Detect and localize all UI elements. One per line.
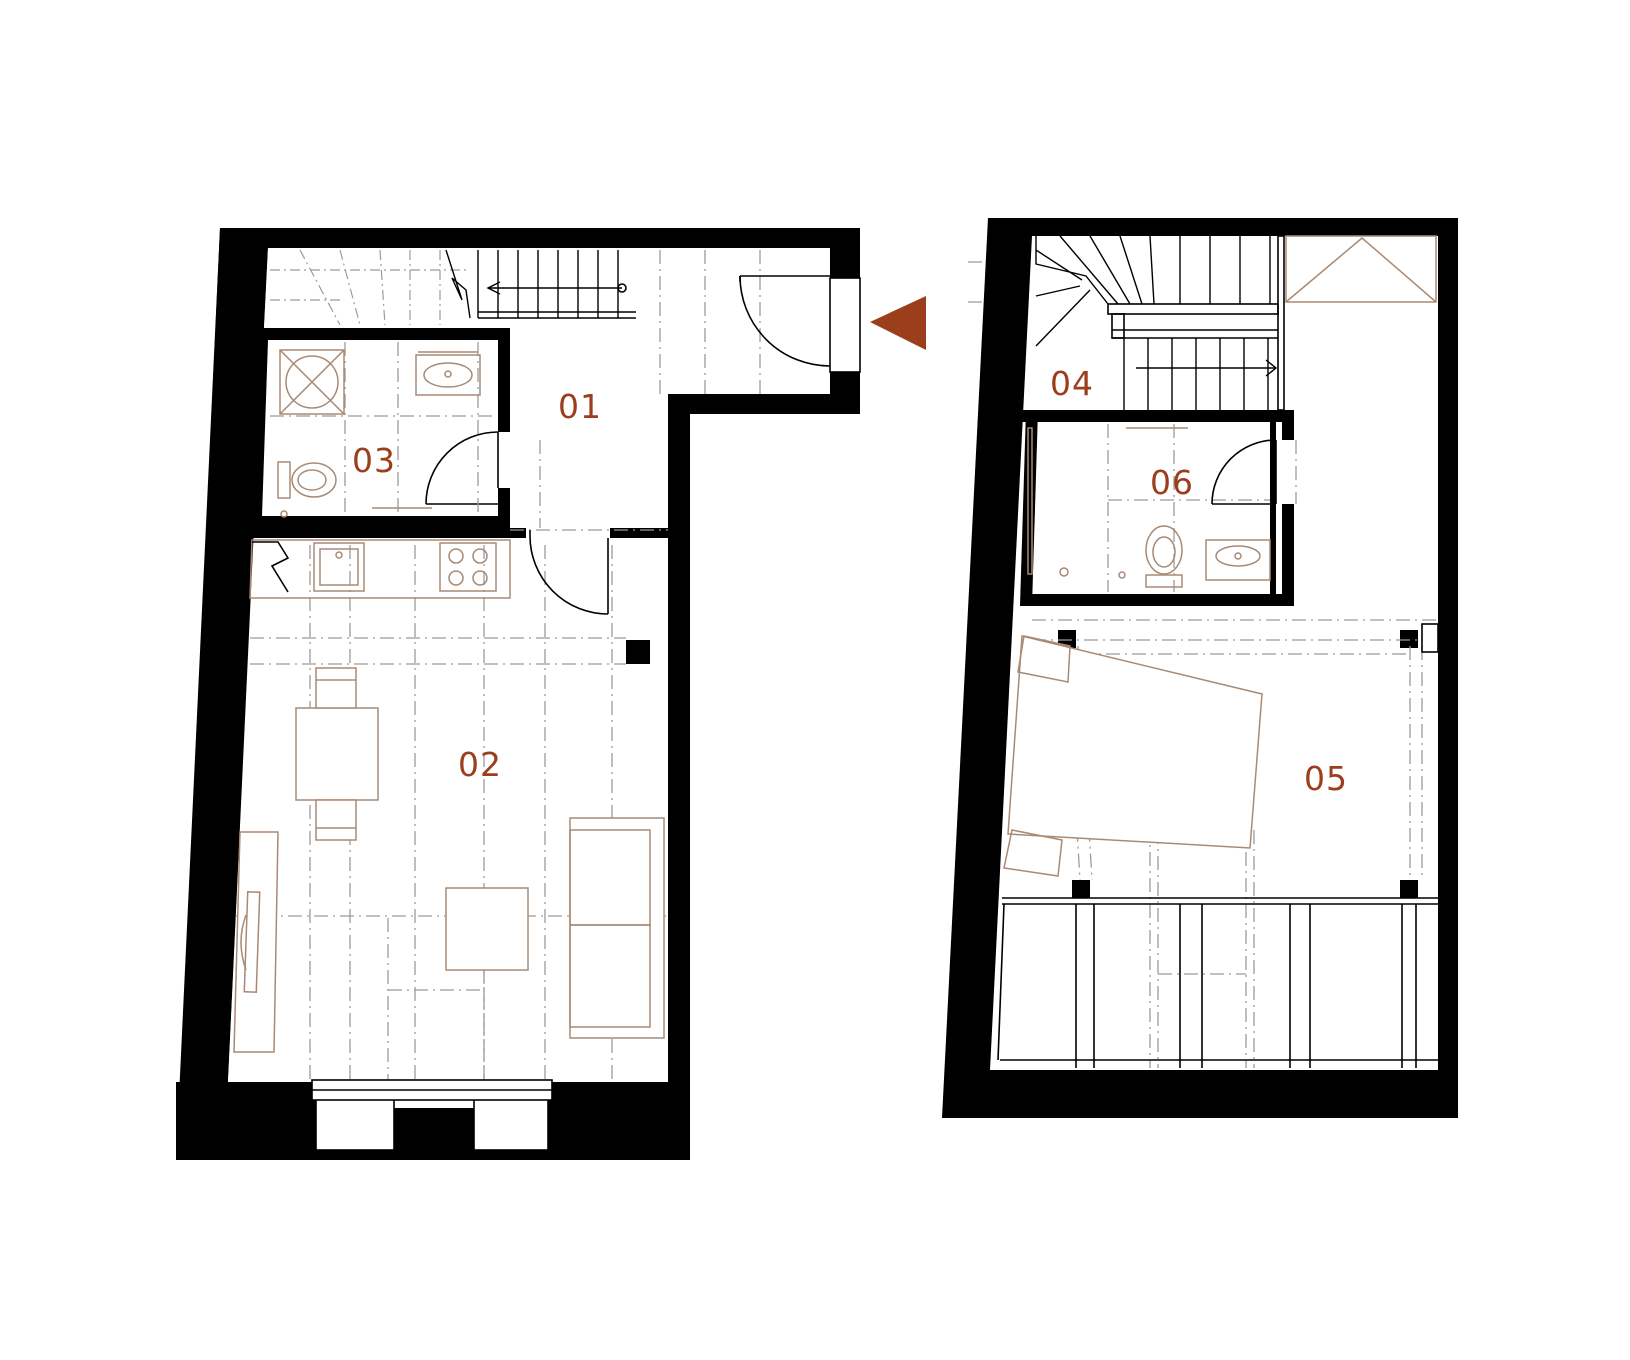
upper-floor: 04 05 06	[942, 218, 1458, 1118]
cooktop	[439, 542, 497, 592]
bed-frame	[1007, 635, 1263, 849]
room-label-04: 04	[1050, 364, 1094, 403]
coffee-table	[445, 887, 529, 971]
shower-tray	[279, 349, 345, 415]
wall-bottom-right	[548, 1082, 690, 1160]
toilet-tank-2	[1145, 574, 1183, 588]
ground-floor-internal-walls	[250, 328, 668, 664]
wall-left-main	[176, 228, 268, 1160]
wall-bottom-sill-left	[262, 1150, 612, 1160]
ground-floor-interior	[228, 248, 830, 1082]
skylight-marker	[1285, 235, 1437, 303]
dining-table	[295, 707, 379, 801]
tv-unit	[233, 831, 279, 1053]
ground-floor: 01 02 03	[176, 228, 861, 1160]
bathroom-door	[425, 431, 499, 505]
tv	[243, 891, 261, 993]
railing	[997, 897, 1438, 1068]
wall-top	[220, 228, 860, 248]
toilet-bowl-2	[1145, 525, 1183, 575]
entrance-marker	[870, 296, 926, 350]
sofa	[569, 817, 665, 1039]
chair-bottom	[315, 799, 357, 841]
kitchen-sink	[313, 542, 365, 592]
room-label-02: 02	[458, 745, 502, 784]
chair-top	[315, 667, 357, 709]
bath-grid	[270, 342, 496, 514]
room-label-03: 03	[352, 441, 396, 480]
wall-right-top	[830, 228, 860, 278]
upper-floor-stairs	[1035, 235, 1285, 411]
upper-bath	[1027, 424, 1297, 592]
room-label-01: 01	[558, 387, 602, 426]
entry-door	[739, 275, 861, 373]
dining-set	[295, 667, 379, 841]
bed	[1003, 635, 1263, 877]
washbasin-2	[1205, 539, 1271, 581]
ground-floor-stairs	[270, 249, 636, 326]
nightstand-bottom	[1003, 829, 1063, 877]
upper-floor-interior	[990, 236, 1438, 1070]
nightstand-top	[1017, 635, 1071, 683]
room-label-05: 05	[1304, 759, 1348, 798]
wall-right-lower	[668, 394, 690, 1160]
toilet-tank	[277, 461, 291, 499]
bath-fixtures	[277, 349, 481, 518]
living-door	[529, 530, 609, 615]
ground-windows	[311, 1079, 553, 1151]
room-label-06: 06	[1150, 463, 1194, 502]
living-furniture	[233, 817, 665, 1053]
upper-floor-internal-walls	[1020, 410, 1418, 898]
toilet-bowl	[291, 462, 337, 498]
wall-bottom-left	[176, 1082, 316, 1160]
wall-step-horizontal	[668, 394, 860, 414]
kitchen	[249, 539, 511, 599]
washbasin	[415, 354, 481, 396]
